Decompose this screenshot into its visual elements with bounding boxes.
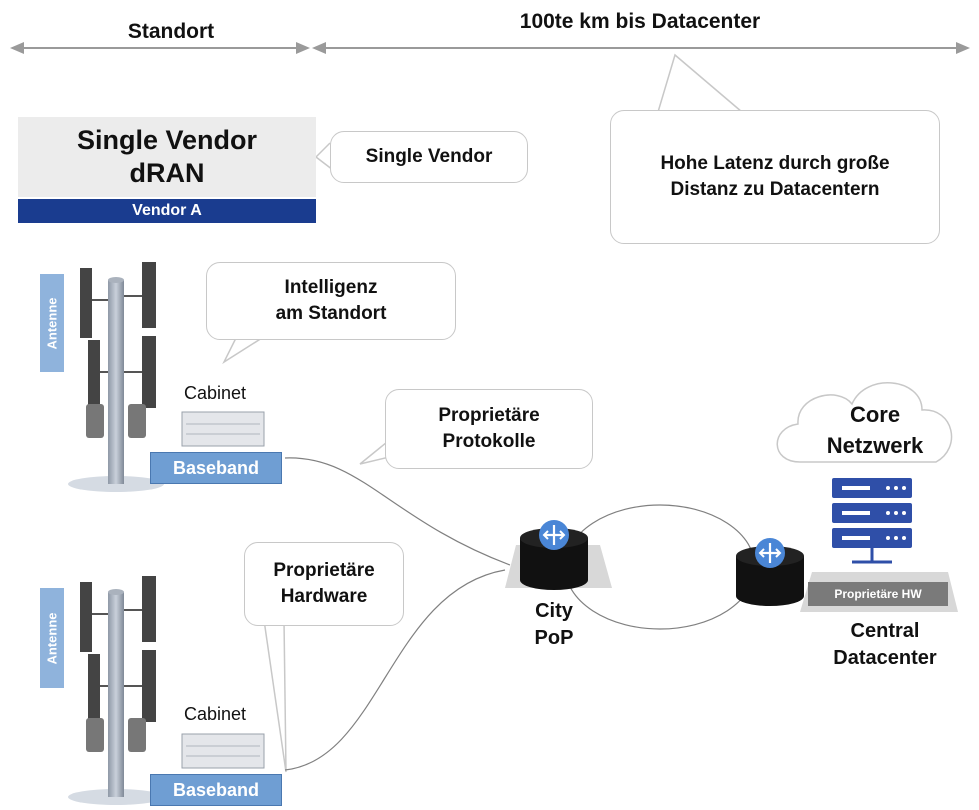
cabinet-1 [181, 411, 265, 447]
city-pop-label: City PoP [514, 598, 594, 652]
intelligence-callout-line2: am Standort [275, 303, 387, 324]
latency-bubble-tail [657, 53, 743, 113]
datacenter-router [736, 538, 804, 606]
antenna-tower-1 [68, 262, 164, 492]
cloud-icon [776, 382, 953, 463]
cabinet-label-2: Cabinet [184, 704, 247, 724]
baseband-2: Baseband [150, 774, 282, 806]
city-pop-router [505, 520, 612, 590]
single-vendor-callout-text: Single Vendor [365, 146, 493, 168]
intelligence-callout-line1: Intelligenz [284, 277, 378, 299]
latency-callout-line1: Hohe Latenz durch große [660, 153, 890, 175]
dran-title-line1: Single Vendor [76, 125, 258, 156]
protocols-callout-line1: Proprietäre [438, 405, 540, 427]
cabinet-2 [181, 733, 265, 769]
central-datacenter-line2: Datacenter [833, 647, 937, 669]
antenna-label-2-text: Antenne [44, 612, 60, 664]
dran-title-box: Single Vendor dRAN [18, 117, 316, 197]
single-vendor-callout: Single Vendor [330, 131, 528, 183]
dran-title-line2: dRAN [129, 158, 205, 188]
hardware-bubble-tail [263, 619, 287, 773]
intelligence-bubble-tail [222, 337, 263, 365]
antenna-tower-2 [68, 576, 164, 805]
central-datacenter-line1: Central [850, 620, 920, 642]
hardware-callout-line1: Proprietäre [273, 560, 375, 582]
standort-arrow [10, 42, 310, 54]
core-network-label: Core Netzwerk [800, 400, 950, 462]
latency-callout: Hohe Latenz durch große Distanz zu Datac… [610, 110, 940, 244]
core-network-line2: Netzwerk [826, 432, 924, 458]
protocols-callout: Proprietäre Protokolle [385, 389, 593, 469]
hardware-callout-line2: Hardware [280, 586, 368, 607]
distance-label: 100te km bis Datacenter [519, 10, 761, 33]
baseband-1: Baseband [150, 452, 282, 484]
core-network-line1: Core [849, 402, 901, 427]
antenna-label-1-text: Antenne [44, 297, 60, 349]
proprietary-hw-label: Proprietäre HW [808, 582, 948, 606]
city-pop-line2: PoP [534, 627, 574, 649]
antenna-label-2: Antenne [40, 588, 64, 688]
link-site2-citypop [284, 569, 506, 771]
intelligence-callout: Intelligenz am Standort [206, 262, 456, 340]
single-vendor-bubble-tail [314, 142, 334, 171]
distance-arrow [312, 42, 970, 54]
latency-callout-line2: Distanz zu Datacentern [670, 179, 880, 200]
hardware-callout: Proprietäre Hardware [244, 542, 404, 626]
standort-label: Standort [127, 20, 215, 43]
vendor-bar: Vendor A [18, 199, 316, 223]
cabinet-label-1: Cabinet [184, 383, 247, 403]
antenna-label-1: Antenne [40, 274, 64, 372]
city-pop-line1: City [535, 600, 573, 622]
link-site1-citypop [284, 457, 511, 566]
protocols-callout-line2: Protokolle [442, 431, 536, 452]
server-stack-icon [832, 478, 912, 564]
central-datacenter-label: Central Datacenter [800, 618, 970, 672]
